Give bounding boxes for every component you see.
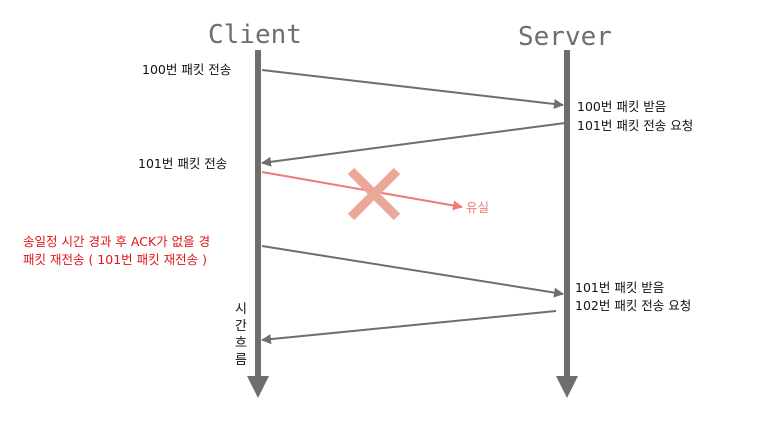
server-title: Server bbox=[518, 22, 612, 52]
arrow-lost-101 bbox=[261, 171, 463, 211]
arrow-req-102 bbox=[261, 310, 557, 345]
client-lifeline-arrowhead bbox=[247, 376, 269, 398]
timeline-char-4: 름 bbox=[235, 353, 247, 368]
label-lost: 유실 bbox=[466, 200, 490, 215]
label-recv-101: 101번 패킷 받음 bbox=[575, 280, 665, 295]
arrow-send-100 bbox=[261, 69, 564, 109]
label-send-100: 100번 패킷 전송 bbox=[142, 62, 232, 77]
server-lifeline-arrowhead bbox=[556, 376, 578, 398]
timeline-char-2: 간 bbox=[235, 319, 247, 334]
label-timeout-line2: 패킷 재전송 ( 101번 패킷 재전송 ) bbox=[23, 252, 207, 267]
label-send-101: 101번 패킷 전송 bbox=[138, 156, 228, 171]
label-req-102: 102번 패킷 전송 요청 bbox=[575, 298, 692, 313]
lost-cross-icon bbox=[347, 167, 401, 221]
label-timeout-line1: 송일정 시간 경과 후 ACK가 없을 경 bbox=[23, 234, 211, 249]
label-recv-100: 100번 패킷 받음 bbox=[577, 99, 667, 114]
timeline-char-3: 흐 bbox=[235, 336, 247, 351]
timeline-label: 시 간 흐 름 bbox=[231, 301, 251, 369]
arrow-resend-101 bbox=[261, 245, 564, 298]
timeline-char-1: 시 bbox=[235, 302, 247, 317]
arrow-req-101 bbox=[261, 122, 566, 167]
label-req-101: 101번 패킷 전송 요청 bbox=[577, 118, 694, 133]
client-title: Client bbox=[208, 20, 302, 50]
